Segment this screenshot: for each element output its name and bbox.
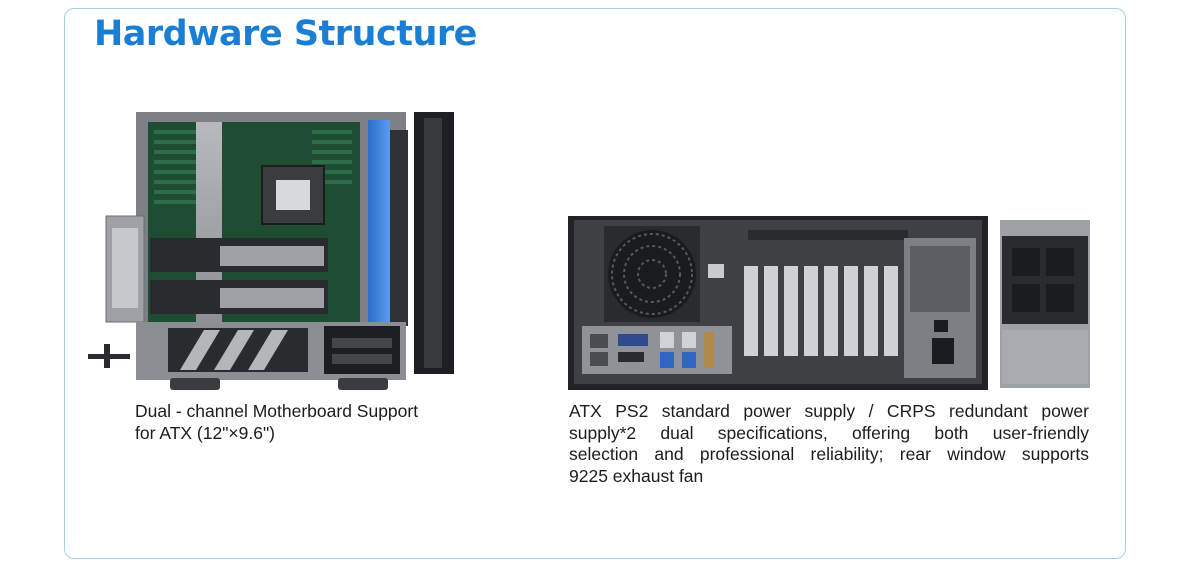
- motherboard-support-caption: Dual - channel Motherboard Support for A…: [135, 401, 460, 444]
- chassis-rear-image: [568, 216, 1090, 390]
- page-title: Hardware Structure: [94, 14, 477, 54]
- caption-line: Dual - channel Motherboard Support: [135, 401, 419, 421]
- power-supply-caption: ATX PS2 standard power supply / CRPS red…: [569, 401, 1089, 487]
- chassis-side-image: [88, 112, 454, 390]
- caption-line: 9225 exhaust fan: [569, 465, 704, 486]
- caption-line: supply*2 dual specifications, offering b…: [569, 422, 1089, 443]
- caption-line: selection and professional reliability; …: [569, 444, 1089, 464]
- caption-line: ATX PS2 standard power supply / CRPS red…: [569, 401, 1089, 421]
- caption-line: for ATX (12"×9.6"): [135, 422, 276, 443]
